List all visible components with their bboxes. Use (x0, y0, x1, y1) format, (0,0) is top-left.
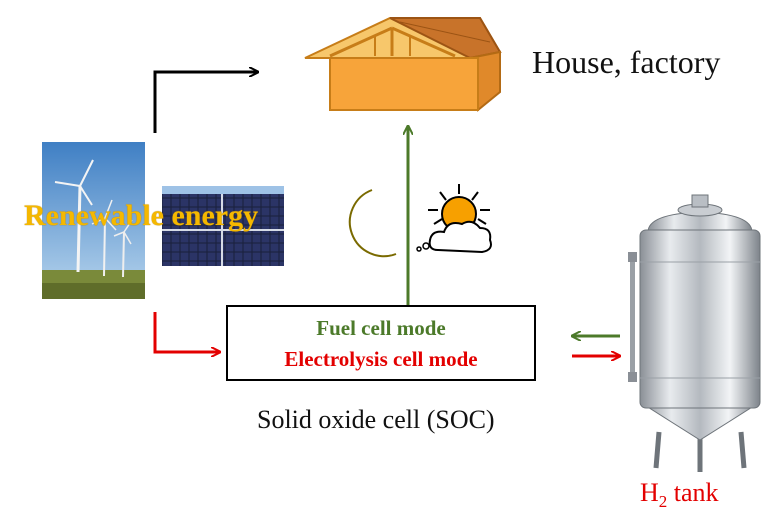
hydrogen-tank-icon (628, 194, 761, 472)
h2-tank-label-prefix: H (640, 478, 659, 507)
soc-mode-box (226, 305, 536, 381)
fuel-cell-mode-label: Fuel cell mode (316, 316, 446, 340)
renewable-energy-label: Renewable energy (24, 199, 259, 232)
h2-tank-label-subscript: 2 (658, 492, 668, 511)
solar-panel-icon (162, 186, 284, 266)
electrolysis-cell-mode-label: Electrolysis cell mode (284, 347, 478, 371)
house-icon (304, 17, 502, 112)
house-factory-label: House, factory (532, 44, 721, 80)
h2-tank-label: H2 tank (640, 478, 719, 512)
h2-tank-label-suffix: tank (667, 478, 719, 507)
wind-turbine-icon (42, 142, 145, 299)
sun-cloud-icon (416, 184, 492, 254)
solid-oxide-cell-label: Solid oxide cell (SOC) (257, 405, 495, 434)
moon-icon (348, 189, 397, 258)
arrow-to-house-black (153, 72, 258, 133)
arrow-to-soc-red (153, 312, 220, 352)
